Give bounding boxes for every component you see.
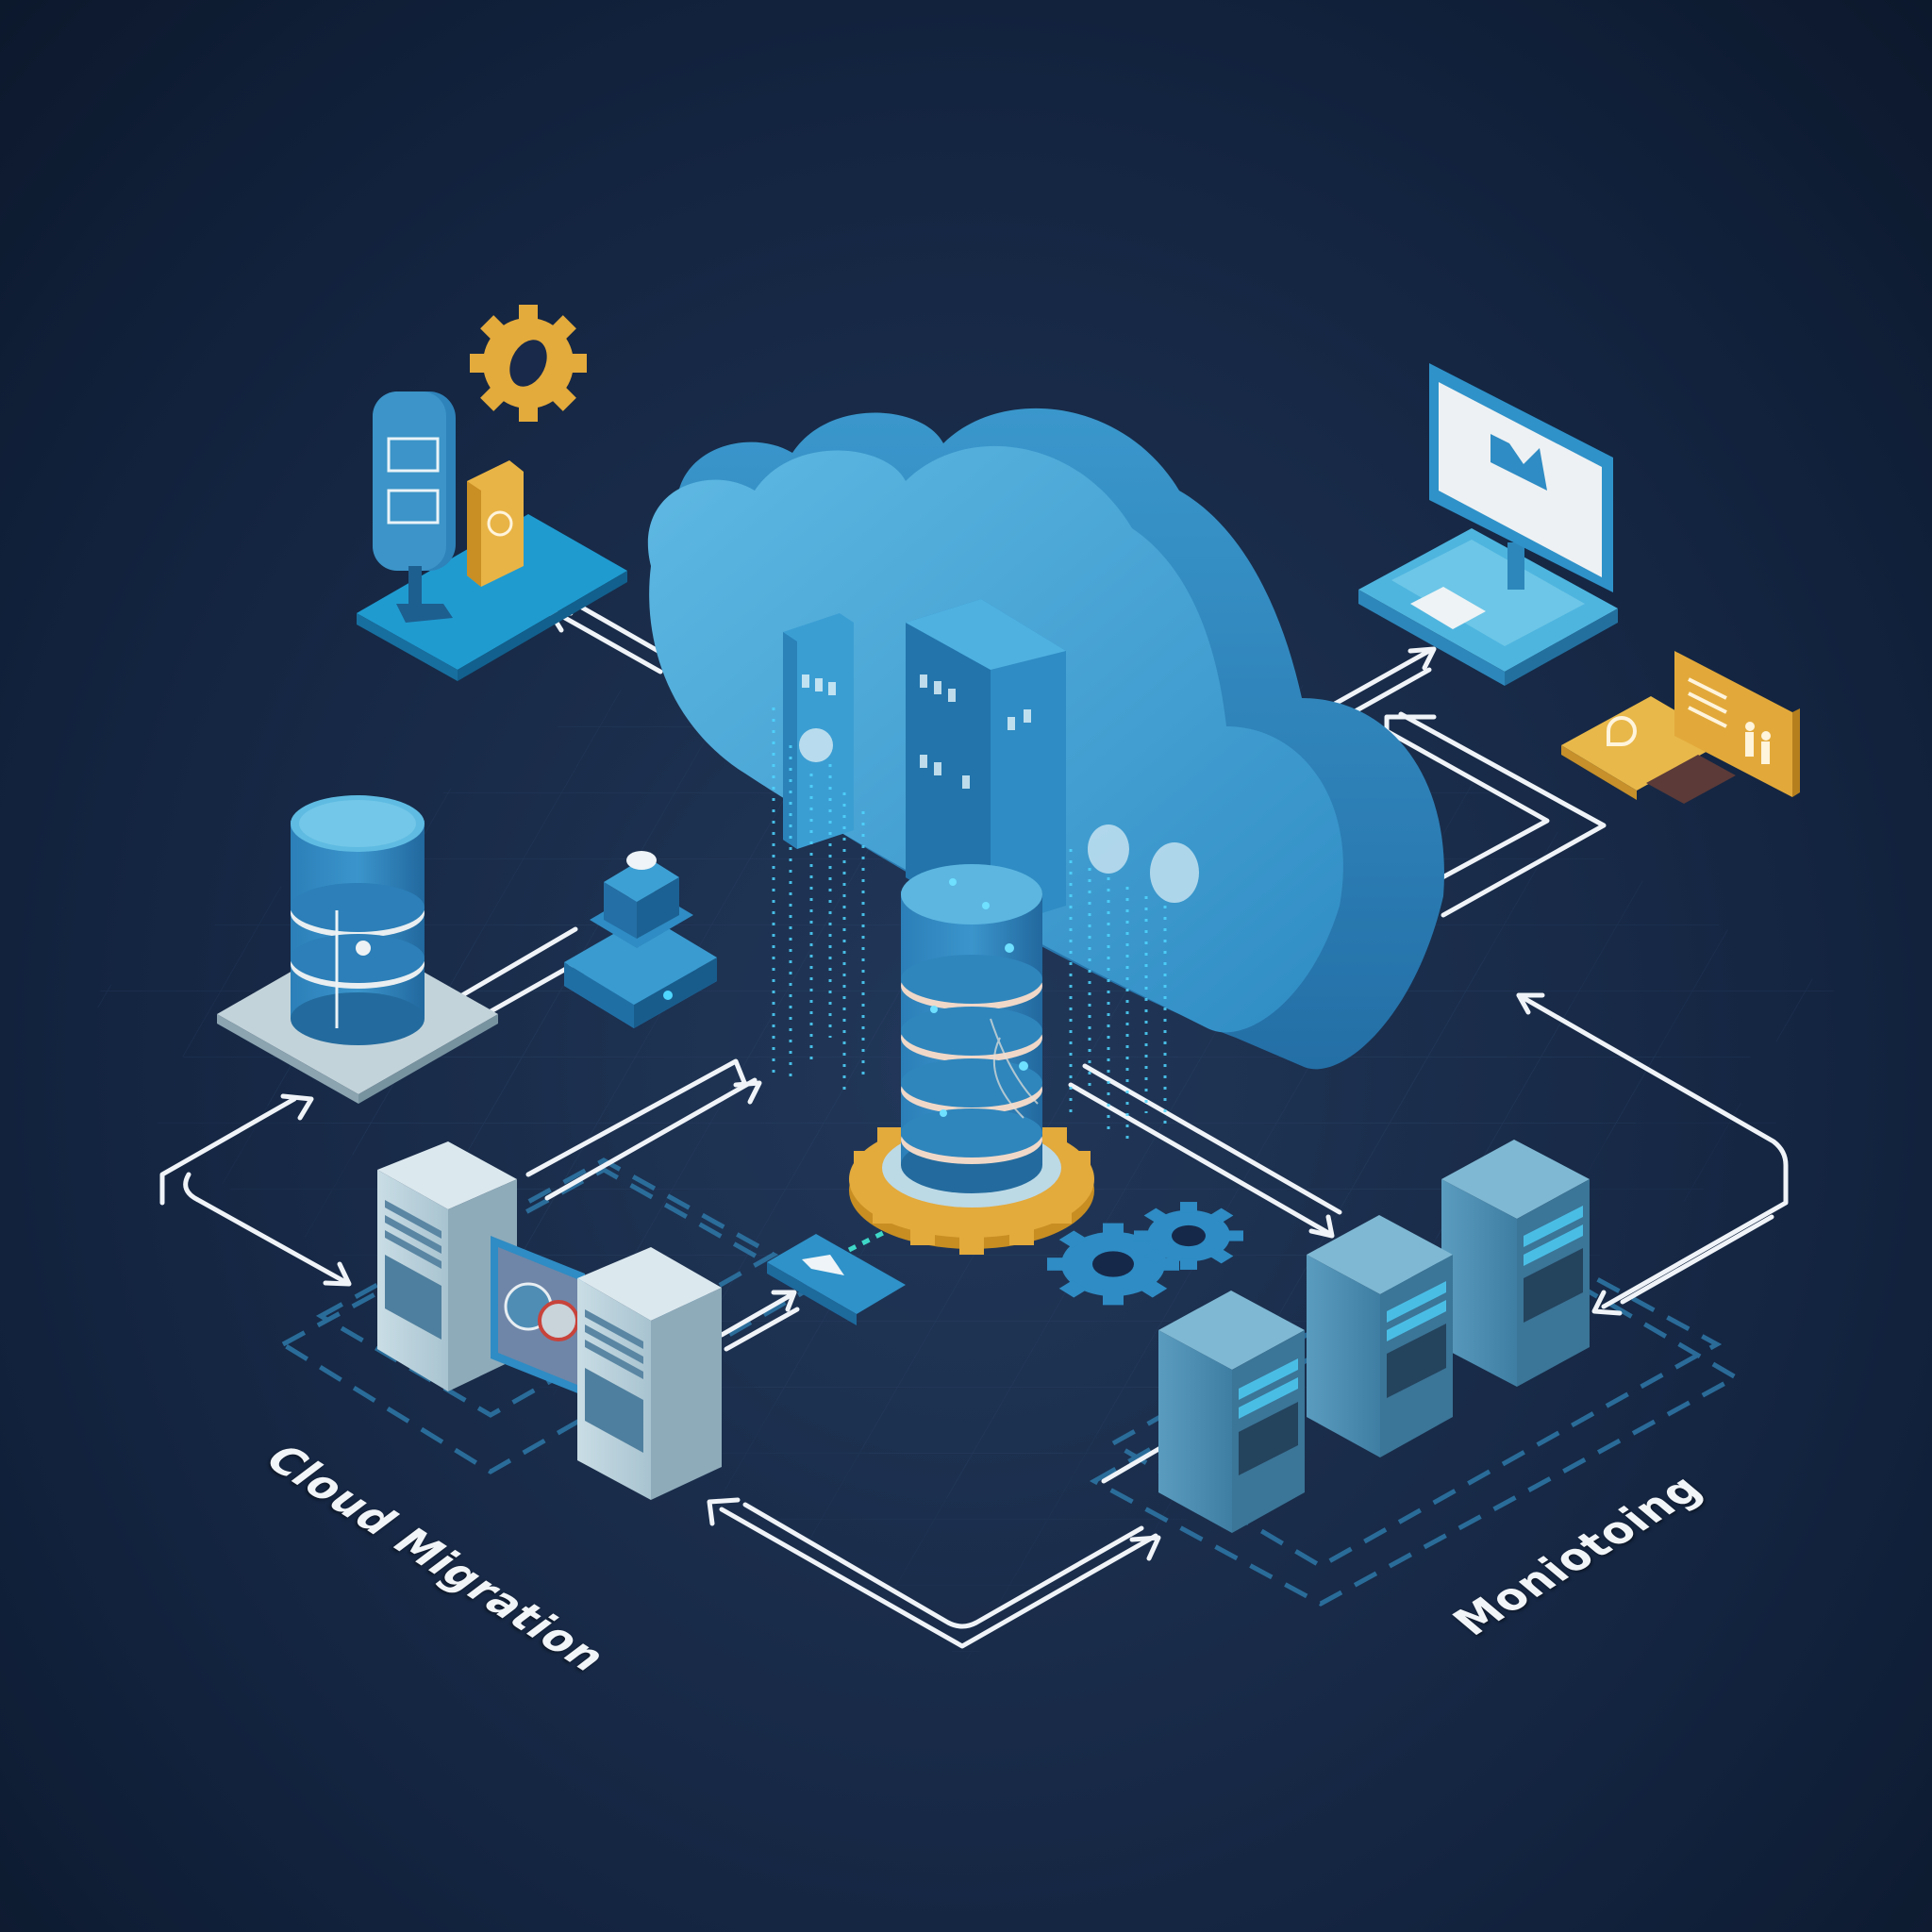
processor-block xyxy=(564,851,717,1028)
keyboard xyxy=(1391,540,1585,646)
gear-icon xyxy=(470,305,587,422)
bubble-icons xyxy=(1088,824,1199,903)
left-database xyxy=(217,795,498,1104)
mobile-card xyxy=(767,1234,906,1325)
legacy-servers xyxy=(377,1141,722,1500)
data-streams xyxy=(772,708,1167,1141)
blue-gears xyxy=(1047,1202,1243,1306)
dark-tray xyxy=(1646,755,1736,804)
central-database xyxy=(849,864,1094,1255)
docs-panel xyxy=(1561,651,1800,804)
chart-icon xyxy=(1491,434,1547,491)
workstation xyxy=(1358,363,1618,686)
lock-icon xyxy=(799,728,833,762)
config-panel xyxy=(357,305,627,681)
cloud-servers xyxy=(1158,1140,1590,1533)
cloud xyxy=(647,408,1444,1070)
